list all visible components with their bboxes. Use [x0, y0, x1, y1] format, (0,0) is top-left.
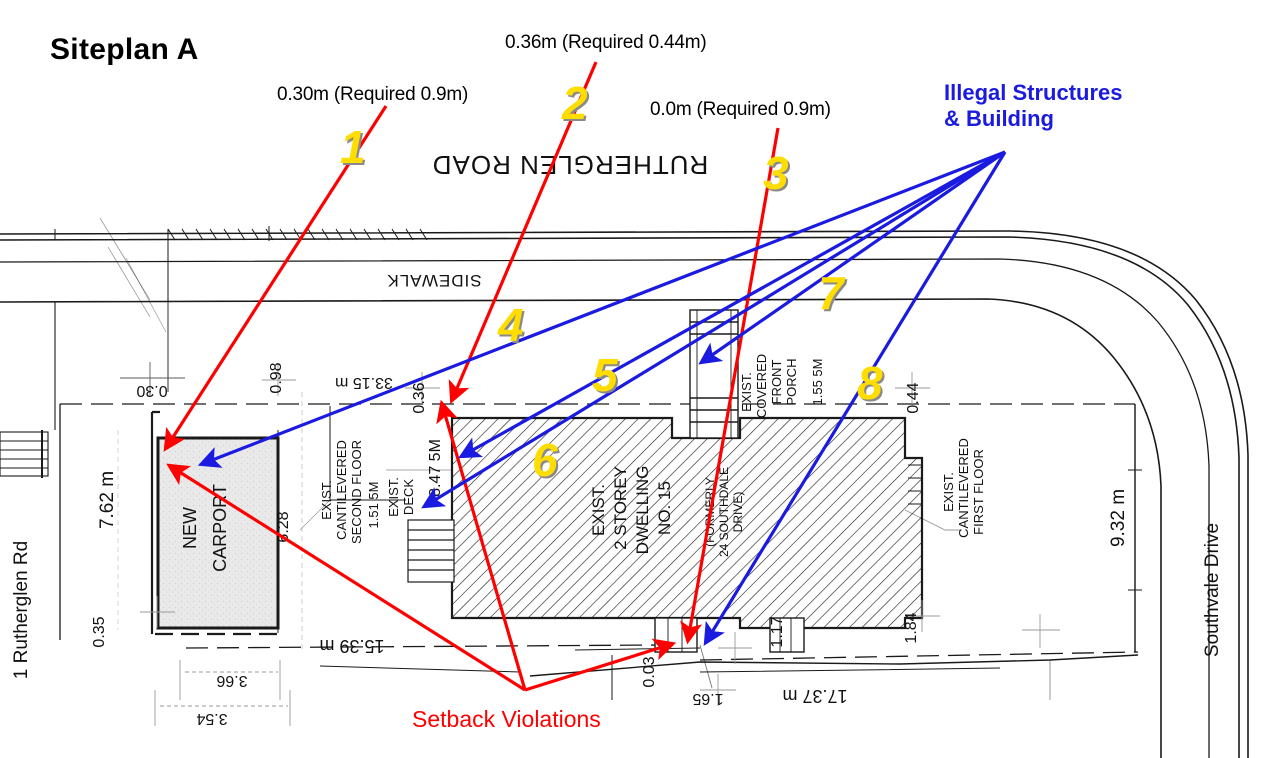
svg-text:EXIST.: EXIST. [941, 472, 956, 512]
svg-text:DRIVE): DRIVE) [731, 492, 745, 533]
dim-0-44: 0.44 [905, 382, 922, 413]
svg-text:SECOND FLOOR: SECOND FLOOR [349, 440, 364, 544]
callout-carport-setback: 0.30m (Required 0.9m) [277, 84, 469, 105]
dim-7-62: 7.62 m [97, 471, 118, 529]
dim-1-17: 1.17 [769, 616, 786, 647]
exterior-steps-left [0, 430, 49, 478]
driveway-lines [319, 644, 1139, 700]
svg-text:EXIST.: EXIST. [319, 480, 334, 520]
svg-text:EXIST.: EXIST. [739, 372, 754, 412]
svg-text:FIRST FLOOR: FIRST FLOOR [971, 449, 986, 535]
marker-4: 4 [498, 299, 524, 351]
marker-8: 8 [857, 357, 883, 409]
label-new-carport: NEW CARPORT [180, 484, 230, 572]
marker-1: 1 [340, 121, 366, 173]
cant-first-floor-notch [904, 464, 960, 531]
dim-0-35: 0.35 [91, 616, 108, 647]
dim-3-54: 3.54 [196, 710, 227, 727]
blue-arrow-7-porch [698, 150, 1006, 365]
callout-deck-setback: 0.36m (Required 0.44m) [505, 32, 707, 53]
road-lines [0, 217, 1249, 758]
blue-arrow-6-deck-lower [421, 150, 1006, 509]
dim-15-39: 15.39 m [319, 636, 384, 656]
svg-text:NO. 15: NO. 15 [655, 481, 674, 535]
red-arrow-violation-carport [166, 463, 526, 692]
blue-arrow-4-carport [197, 150, 1006, 468]
callout-rear-setback: 0.0m (Required 0.9m) [650, 99, 831, 120]
marker-6: 6 [532, 434, 558, 486]
plan-dimensions: 0.30 0.98 33.15 m 0.36 8.47 5M 7.62 m 6.… [91, 362, 1129, 727]
dim-33-15: 33.15 m [335, 374, 393, 391]
marker-3: 3 [763, 147, 789, 199]
legend-illegal-line1: Illegal Structures [944, 80, 1123, 105]
svg-text:24 SOUTHDALE: 24 SOUTHDALE [717, 467, 731, 557]
dim-8-47: 8.47 5M [427, 439, 444, 497]
svg-text:EXIST.: EXIST. [386, 477, 401, 517]
new-carport-shape [150, 410, 285, 640]
red-arrow-2 [448, 61, 598, 405]
dim-17-37: 17.37 m [782, 686, 847, 706]
label-exist-dwelling: EXIST. 2 STOREY DWELLING NO. 15 [589, 466, 674, 555]
dim-0-36: 0.36 [411, 382, 428, 413]
svg-text:CARPORT: CARPORT [210, 484, 230, 572]
page-title: Siteplan A [50, 33, 199, 66]
marker-5: 5 [592, 349, 618, 401]
dimension-witness-lines [117, 362, 1142, 726]
svg-text:1.51 5M: 1.51 5M [366, 482, 381, 529]
legend-illegal-line2: & Building [944, 105, 1054, 131]
svg-text:DECK: DECK [401, 479, 416, 515]
label-cant-second-floor: EXIST. CANTILEVERED SECOND FLOOR 1.51 5M [319, 440, 381, 544]
blue-arrow-5-deck [458, 150, 1006, 459]
dim-1-65: 1.65 [692, 690, 723, 707]
red-arrow-3 [680, 127, 780, 645]
dim-0-03: 0.03 [641, 656, 658, 687]
marker-7: 7 [818, 267, 844, 319]
svg-text:CANTILEVERED: CANTILEVERED [956, 438, 971, 538]
road-label-sidewalk: SIDEWALK [386, 271, 481, 290]
svg-text:1.55 5M: 1.55 5M [810, 359, 825, 406]
dim-9-32: 9.32 m [1108, 489, 1129, 547]
svg-text:EXIST.: EXIST. [589, 484, 608, 536]
svg-text:COVERED: COVERED [754, 354, 769, 418]
road-label-rutherglen: RUTHERGLEN ROAD [432, 150, 708, 180]
cant-second-floor-outline [299, 406, 452, 531]
red-setback-arrows [163, 61, 780, 692]
blue-arrow-8-rear [703, 151, 1007, 646]
legend-illegal-structures: Illegal Structures & Building [944, 80, 1123, 131]
marker-2: 2 [562, 77, 588, 129]
red-arrow-violation-rear [524, 638, 677, 692]
legend-setback-violations: Setback Violations [412, 706, 601, 732]
plan-text: RUTHERGLEN ROAD SIDEWALK Southvale Drive… [11, 150, 1223, 727]
dim-0-98: 0.98 [268, 362, 285, 393]
svg-text:PORCH: PORCH [784, 359, 799, 406]
road-label-southvale: Southvale Drive [1202, 523, 1223, 657]
label-cant-first-floor: EXIST. CANTILEVERED FIRST FLOOR [941, 438, 986, 538]
blue-illegal-arrows [197, 150, 1007, 646]
dim-3-66: 3.66 [216, 672, 247, 689]
label-front-porch: EXIST. COVERED FRONT PORCH 1.55 5M [739, 354, 825, 418]
svg-text:DWELLING: DWELLING [633, 466, 652, 555]
dim-1-84: 1.84 [903, 612, 920, 643]
red-arrow-violation-deck [436, 399, 527, 691]
exist-deck-shape [407, 519, 455, 583]
dim-0-30: 0.30 [136, 382, 167, 399]
svg-text:2 STOREY: 2 STOREY [611, 466, 630, 550]
svg-text:FRONT: FRONT [769, 360, 784, 405]
svg-text:NEW: NEW [180, 507, 200, 549]
red-arrow-1 [163, 105, 388, 452]
road-label-one-rutherglen: 1 Rutherglen Rd [11, 541, 32, 679]
label-exist-deck: EXIST. DECK [386, 477, 416, 517]
svg-text:CANTILEVERED: CANTILEVERED [334, 440, 349, 540]
